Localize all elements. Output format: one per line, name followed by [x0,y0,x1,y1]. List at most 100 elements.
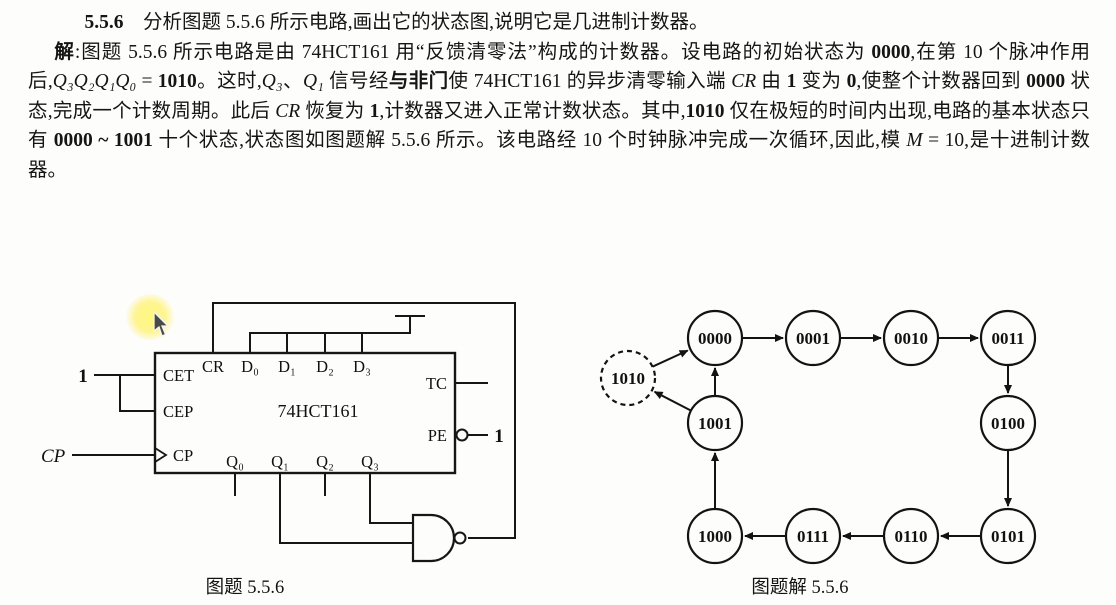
state-circle [686,309,744,367]
state-circle [979,394,1037,452]
transition-arrow-1010-to-0000 [652,349,689,368]
pin-label-q2: Q₂ [316,452,334,471]
pin-label-q0: Q₀ [226,452,244,471]
state-node-0011: 0011 [979,309,1037,367]
state-circle [882,309,940,367]
state-node-1010: 1010 [599,349,657,407]
state-label: 0010 [894,329,928,348]
state-label: 0100 [991,414,1025,433]
text-segment: 0000 [1026,71,1066,92]
text-segment: ,计数器又进入正常计数状态。其中, [379,100,686,122]
pin-label-tc: TC [426,374,447,393]
state-circle [784,507,842,565]
circuit-svg: CET CEP CP CR D₀ D₁ D₂ D₃ TC PE Q₀ Q₁ Q₂… [41,302,516,563]
text-segment: ,在第 10 个脉冲作用后, [28,41,1090,93]
state-label: 1001 [698,414,732,433]
text-segment: ,使整个计数器回到 [856,71,1027,92]
text-segment: 。这时, [196,71,262,92]
text-segment: 1 [369,100,380,122]
state-node-0100: 0100 [979,394,1037,452]
text-segment: 1010 [157,71,197,92]
state-circle [686,507,744,565]
state-circle [882,507,940,565]
text-segment: = 10,是十进制计数器。 [28,130,1090,181]
pin-label-cet: CET [163,366,194,385]
nand-gate-icon [411,513,467,563]
state-diagram-caption: 图题解 5.5.6 [751,578,849,598]
text-segment: 解 [54,41,75,63]
clock-edge-wedge-icon [153,446,168,464]
solution-paragraph: 解:图题 5.5.6 所示电路是由 74HCT161 用“反馈清零法”构成的计数… [28,38,1090,186]
state-circle [784,309,842,367]
pin-label-q3: Q₃ [361,452,379,471]
state-node-1000: 1000 [686,507,744,565]
circuit-caption: 图题 5.5.6 [205,578,285,598]
text-segment: 仅在极短的时间内出现,电路的基本状态只有 [28,100,1090,152]
counter-chip-74hct161 [153,351,457,475]
const-high-pe-label: 1 [494,426,504,447]
pin-label-pe: PE [428,426,447,445]
text-segment: Q₃Q₂Q₁Q₀ [52,71,137,92]
text-segment: Q₃ [261,71,283,92]
state-circle [979,507,1037,565]
text-segment: 5.5.6 [84,12,124,33]
state-label: 0101 [991,527,1025,546]
state-label: 1000 [698,527,732,546]
text-segment: 分析图题 5.5.6 所示电路,画出它的状态图,说明它是几进制计数器。 [123,12,709,33]
state-label: 0011 [991,329,1024,348]
text-segment: 0 [846,71,857,92]
text-segment: CR [275,100,301,122]
text-segment: 0000 [871,41,911,63]
state-diagram-figure: 1010 0000 0001 0010 0011 0100 0101 0110 0111 1000… [580,295,1100,603]
state-label: 1010 [611,369,645,388]
state-label: 0110 [894,527,927,546]
state-node-0101: 0101 [979,507,1037,565]
state-circle [979,309,1037,367]
pe-inverting-bubble-icon [455,428,469,442]
pin-label-d2: D₂ [316,357,334,376]
text-segment: Q₁ [302,71,324,92]
state-node-0000: 0000 [686,309,744,367]
text-segment: M [906,130,923,151]
state-diagram-svg: 1010 0000 0001 0010 0011 0100 0101 0110 0111 1000… [599,309,1037,565]
circuit-wires [72,302,516,544]
pin-label-q1: Q₁ [271,452,289,471]
text-segment: 使 74HCT161 的异步清零输入端 [448,71,732,92]
pin-label-d3: D₃ [353,357,371,376]
state-circle [686,394,744,452]
text-segment: :图题 5.5.6 所示电路是由 74HCT161 用“反馈清零法”构成的计数器… [74,41,872,63]
state-label: 0000 [698,329,732,348]
cp-signal-label: CP [41,446,66,467]
text-segment: 由 [756,71,787,92]
text-segment: 0000 ~ 1001 [53,130,153,151]
state-label: 0111 [797,527,829,546]
text-segment: 、 [282,71,303,92]
transient-state-circle [599,349,657,407]
state-label: 0001 [796,329,830,348]
state-node-0001: 0001 [784,309,842,367]
state-node-0110: 0110 [882,507,940,565]
text-segment: = [136,71,158,92]
text-segment: 1 [786,71,797,92]
text-segment: 恢复为 [300,100,370,122]
text-segment: 1010 [685,100,725,122]
text-segment: 与非门 [388,71,449,92]
problem-statement: 5.5.6 分析图题 5.5.6 所示电路,画出它的状态图,说明它是几进制计数器… [28,8,1090,38]
state-node-0111: 0111 [784,507,842,565]
text-segment: 信号经 [323,71,389,92]
text-segment: CR [731,71,757,92]
text-segment: 状态,完成一个计数周期。此后 [28,71,1090,122]
pin-label-cp: CP [173,446,193,465]
text-segment: 十个状态,状态图如图题解 5.5.6 所示。该电路经 10 个时钟脉冲完成一次循… [152,130,907,151]
pin-label-cep: CEP [163,402,193,421]
text-segment: 变为 [796,71,847,92]
state-node-1001: 1001 [686,394,744,452]
state-node-0010: 0010 [882,309,940,367]
chip-label: 74HCT161 [278,401,359,421]
transition-arrow-1001-to-1010 [653,390,692,412]
const-high-left-label: 1 [78,366,88,387]
text-area: 5.5.6 分析图题 5.5.6 所示电路,画出它的状态图,说明它是几进制计数器… [28,8,1090,185]
pin-label-cr: CR [202,357,224,376]
circuit-figure: CET CEP CP CR D₀ D₁ D₂ D₃ TC PE Q₀ Q₁ Q₂… [25,288,585,603]
